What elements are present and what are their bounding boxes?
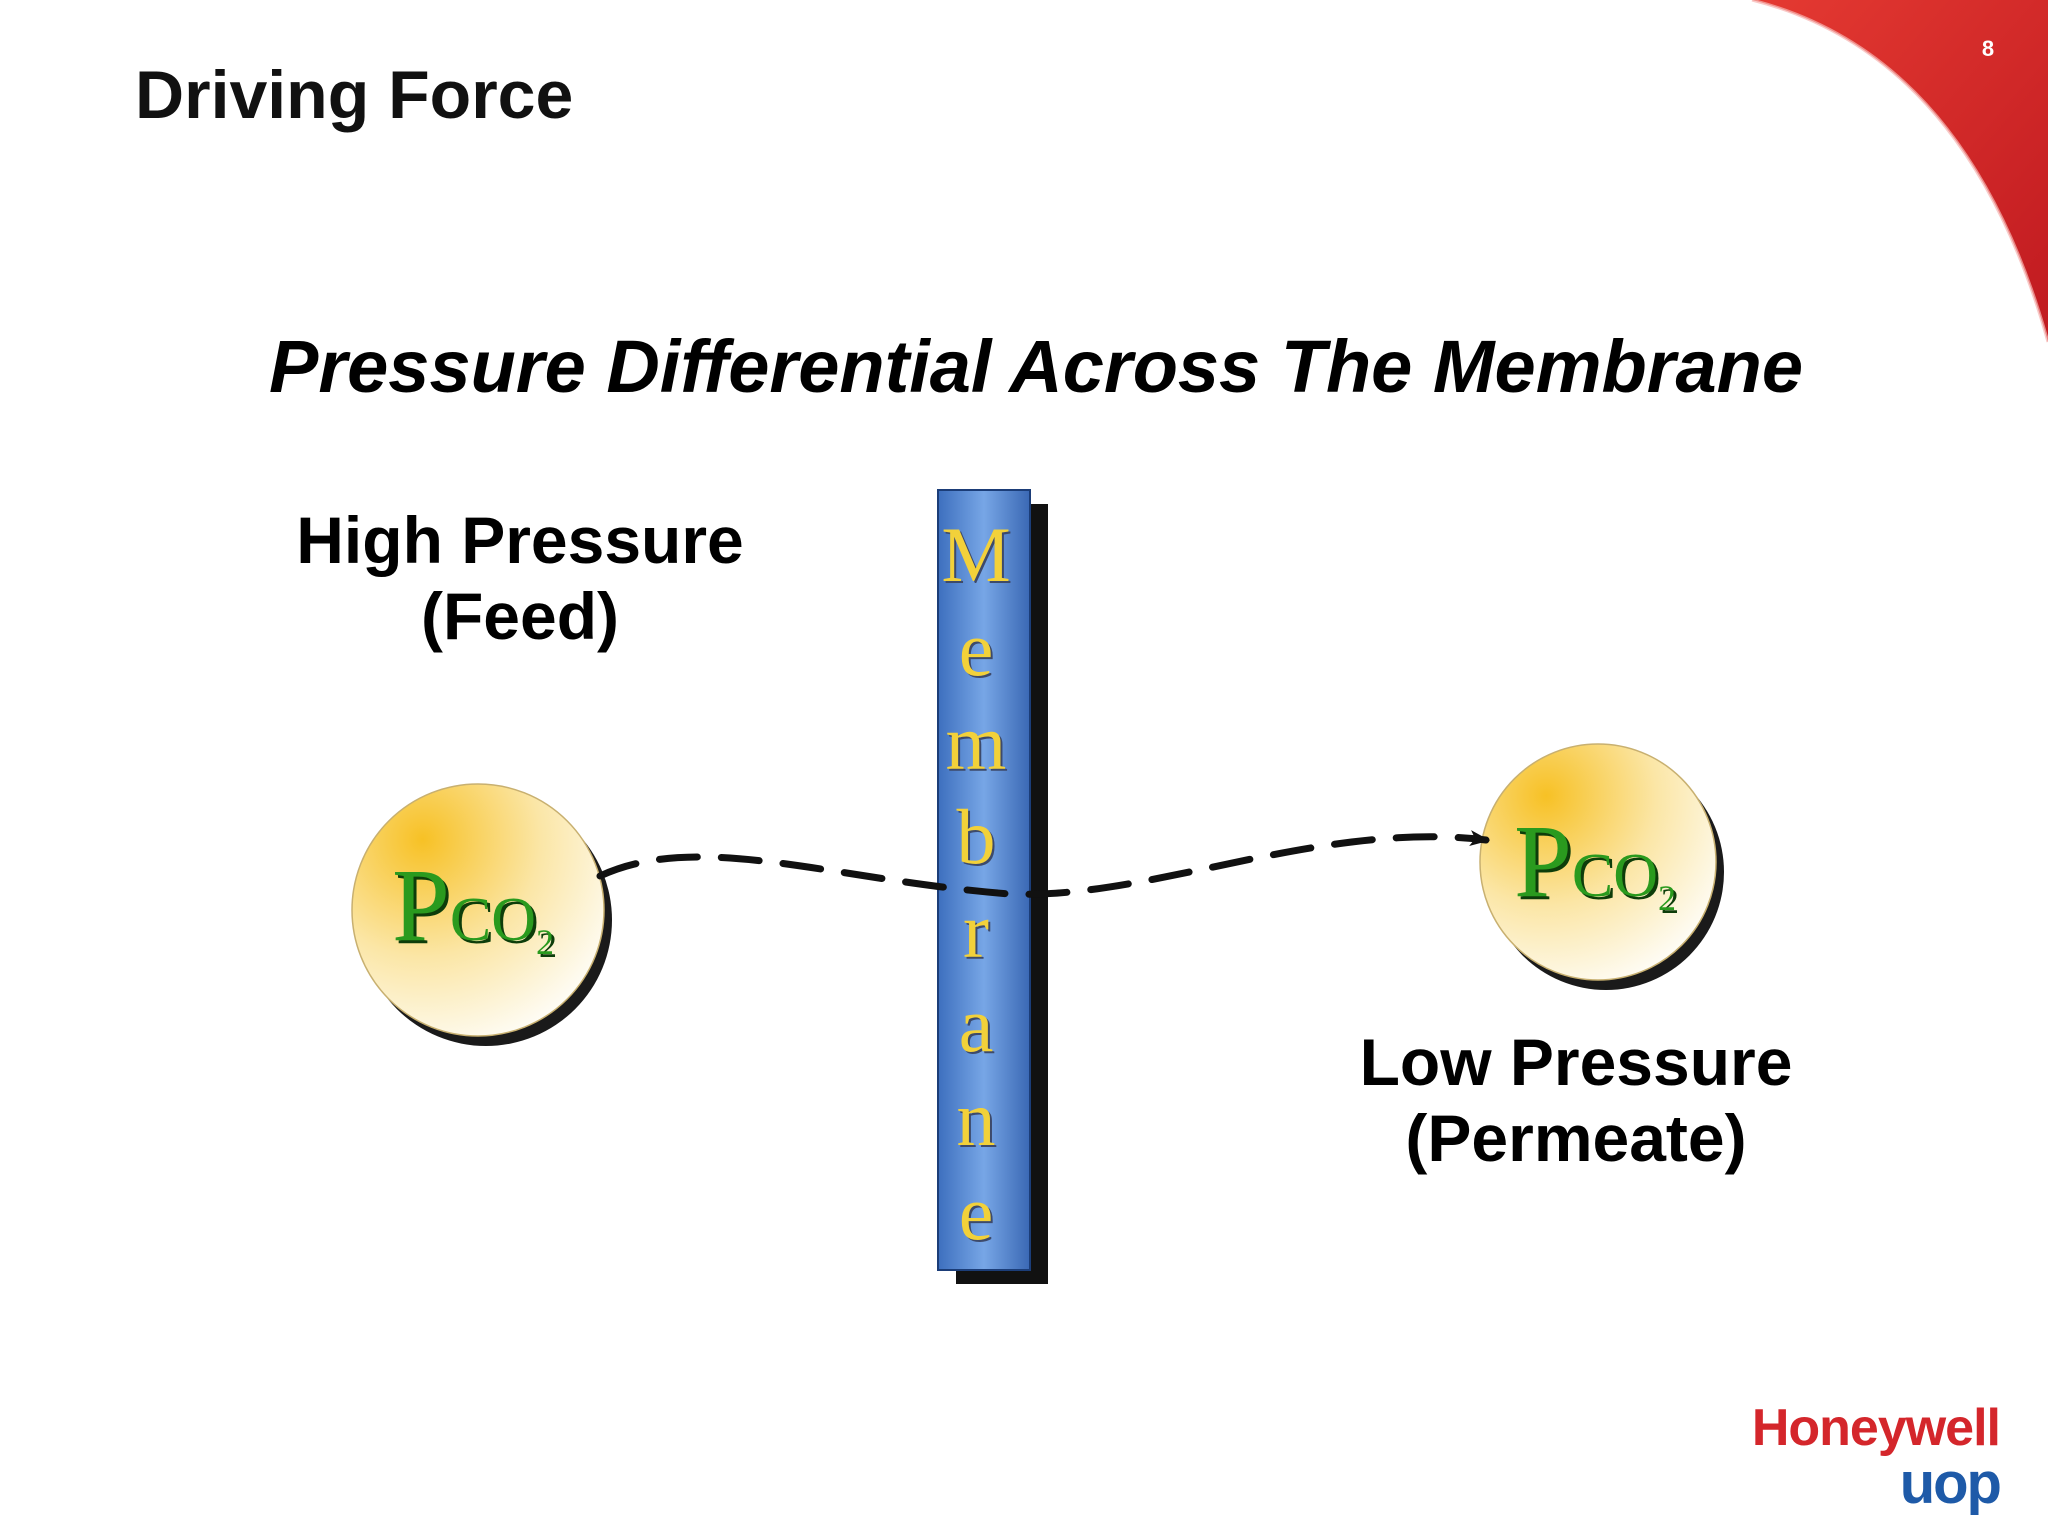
low-pressure-line2: (Permeate) bbox=[1405, 1101, 1747, 1175]
high-pressure-label: High Pressure (Feed) bbox=[220, 502, 820, 654]
honeywell-uop-logo: Honeywell uop bbox=[1730, 1398, 2002, 1517]
page-number: 8 bbox=[1981, 36, 1995, 61]
permeate-bubble bbox=[1479, 743, 1724, 990]
membrane-letter: r bbox=[963, 887, 989, 974]
feed-bubble bbox=[351, 783, 612, 1046]
pco2-subscript: 2 bbox=[1657, 878, 1676, 918]
pco2-subscript: 2 bbox=[535, 922, 554, 962]
subtitle: Pressure Differential Across The Membran… bbox=[268, 325, 1804, 408]
membrane-letter: b bbox=[956, 793, 996, 880]
high-pressure-line1: High Pressure bbox=[296, 503, 744, 577]
co2-permeation-path bbox=[596, 830, 1490, 898]
membrane-letter: m bbox=[945, 699, 1007, 786]
membrane-letter: M bbox=[941, 511, 1011, 598]
pco2-p: P bbox=[392, 848, 450, 963]
low-pressure-line1: Low Pressure bbox=[1359, 1025, 1793, 1099]
high-pressure-line2: (Feed) bbox=[421, 579, 619, 653]
slide-title: Driving Force bbox=[135, 57, 574, 133]
membrane-letter: a bbox=[958, 981, 994, 1068]
low-pressure-label: Low Pressure (Permeate) bbox=[1276, 1024, 1876, 1176]
pco2-p: P bbox=[1514, 804, 1572, 919]
membrane-letter: e bbox=[958, 605, 994, 692]
logo-honeywell: Honeywell bbox=[1751, 1399, 2001, 1457]
feed-pco2-label: PCO2 bbox=[392, 846, 554, 965]
pco2-co: CO bbox=[1571, 842, 1658, 910]
pco2-co: CO bbox=[449, 886, 536, 954]
permeate-pco2-label: PCO2 bbox=[1514, 802, 1676, 921]
logo-uop: uop bbox=[1899, 1451, 2002, 1516]
membrane-letter: n bbox=[956, 1075, 996, 1162]
membrane-letter: e bbox=[958, 1169, 994, 1256]
